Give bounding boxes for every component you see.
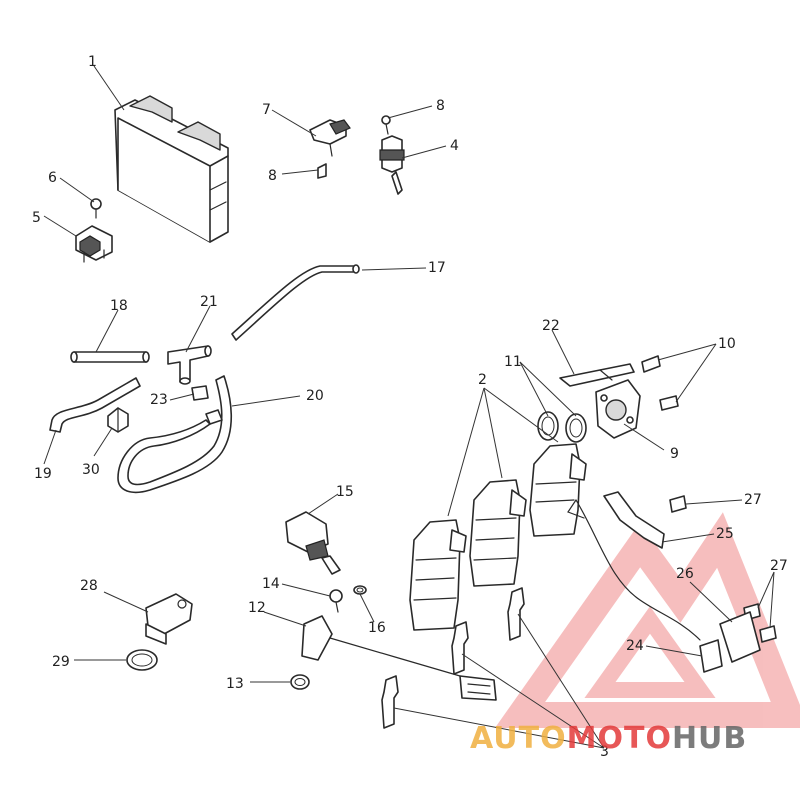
callout-26: 26: [676, 566, 694, 582]
callout-20: 20: [306, 388, 324, 404]
leader-lines: [43, 65, 775, 749]
callout-22: 22: [542, 318, 560, 334]
bolt-14-part: [329, 589, 343, 613]
callout-16: 16: [368, 620, 386, 636]
hose-20-part: [117, 375, 233, 494]
callout-15: 15: [336, 484, 354, 500]
callout-13: 13: [226, 676, 244, 692]
callout-labels: 1 2 3 4 5 6 7 8 8 9 10 11 12 13 14 15 16…: [32, 54, 788, 760]
ignition-coils-part: [409, 443, 587, 631]
sleeve-23-part: [191, 385, 209, 401]
ecu-part: [114, 95, 229, 243]
map-sensor-part: [75, 198, 113, 263]
callout-1: 1: [88, 54, 97, 70]
o-ring-13-part: [290, 674, 310, 690]
hose-19-part: [49, 377, 141, 433]
callout-21: 21: [200, 294, 218, 310]
callout-5: 5: [32, 210, 41, 226]
o-rings-part: [537, 411, 587, 443]
callout-7: 7: [262, 102, 271, 118]
hose-17-part: [231, 264, 360, 341]
callout-2: 2: [478, 372, 487, 388]
callout-4: 4: [450, 138, 459, 154]
callout-14: 14: [262, 576, 280, 592]
callout-18: 18: [110, 298, 128, 314]
watermark-moto: MOTO: [567, 721, 672, 756]
watermark-text: AUTOMOTOHUB: [470, 721, 747, 756]
callout-27-top: 27: [744, 492, 762, 508]
svg-text:AUTOMOTOHUB: AUTOMOTOHUB: [470, 721, 747, 756]
callout-28: 28: [80, 578, 98, 594]
callout-27-bottom: 27: [770, 558, 788, 574]
temp-sensor-part: [285, 511, 341, 575]
crank-sensor-part: [309, 119, 351, 179]
harness-connector-part: [567, 499, 761, 673]
bracket-22-part: [559, 363, 635, 387]
cap-28-part: [145, 593, 193, 645]
callout-25: 25: [716, 526, 734, 542]
clip-30-part: [107, 407, 129, 433]
spark-plugs-part: [381, 587, 525, 729]
o-ring-29-part: [126, 649, 158, 671]
callout-30: 30: [82, 462, 100, 478]
hose-18-part: [70, 351, 150, 363]
watermark-logo: [494, 512, 800, 728]
cam-sensor-part: [379, 115, 405, 195]
callout-8-bottom: 8: [268, 168, 277, 184]
sensor-12-part: [301, 615, 497, 701]
callout-9: 9: [670, 446, 679, 462]
callout-24: 24: [626, 638, 644, 654]
callout-3: 3: [600, 744, 609, 760]
callout-29: 29: [52, 654, 70, 670]
watermark-hub: HUB: [672, 721, 747, 756]
callout-17: 17: [428, 260, 446, 276]
washer-16-part: [353, 585, 367, 595]
callout-12: 12: [248, 600, 266, 616]
callout-8-top: 8: [436, 98, 445, 114]
callout-10: 10: [718, 336, 736, 352]
screws-10-part: [641, 355, 679, 411]
callout-6: 6: [48, 170, 57, 186]
callout-23: 23: [150, 392, 168, 408]
t-connector-part: [167, 345, 212, 385]
callout-11: 11: [504, 354, 522, 370]
tps-sensor-part: [595, 379, 641, 439]
callout-19: 19: [34, 466, 52, 482]
bracket-25-part: [603, 491, 665, 549]
watermark-auto: AUTO: [470, 721, 567, 756]
